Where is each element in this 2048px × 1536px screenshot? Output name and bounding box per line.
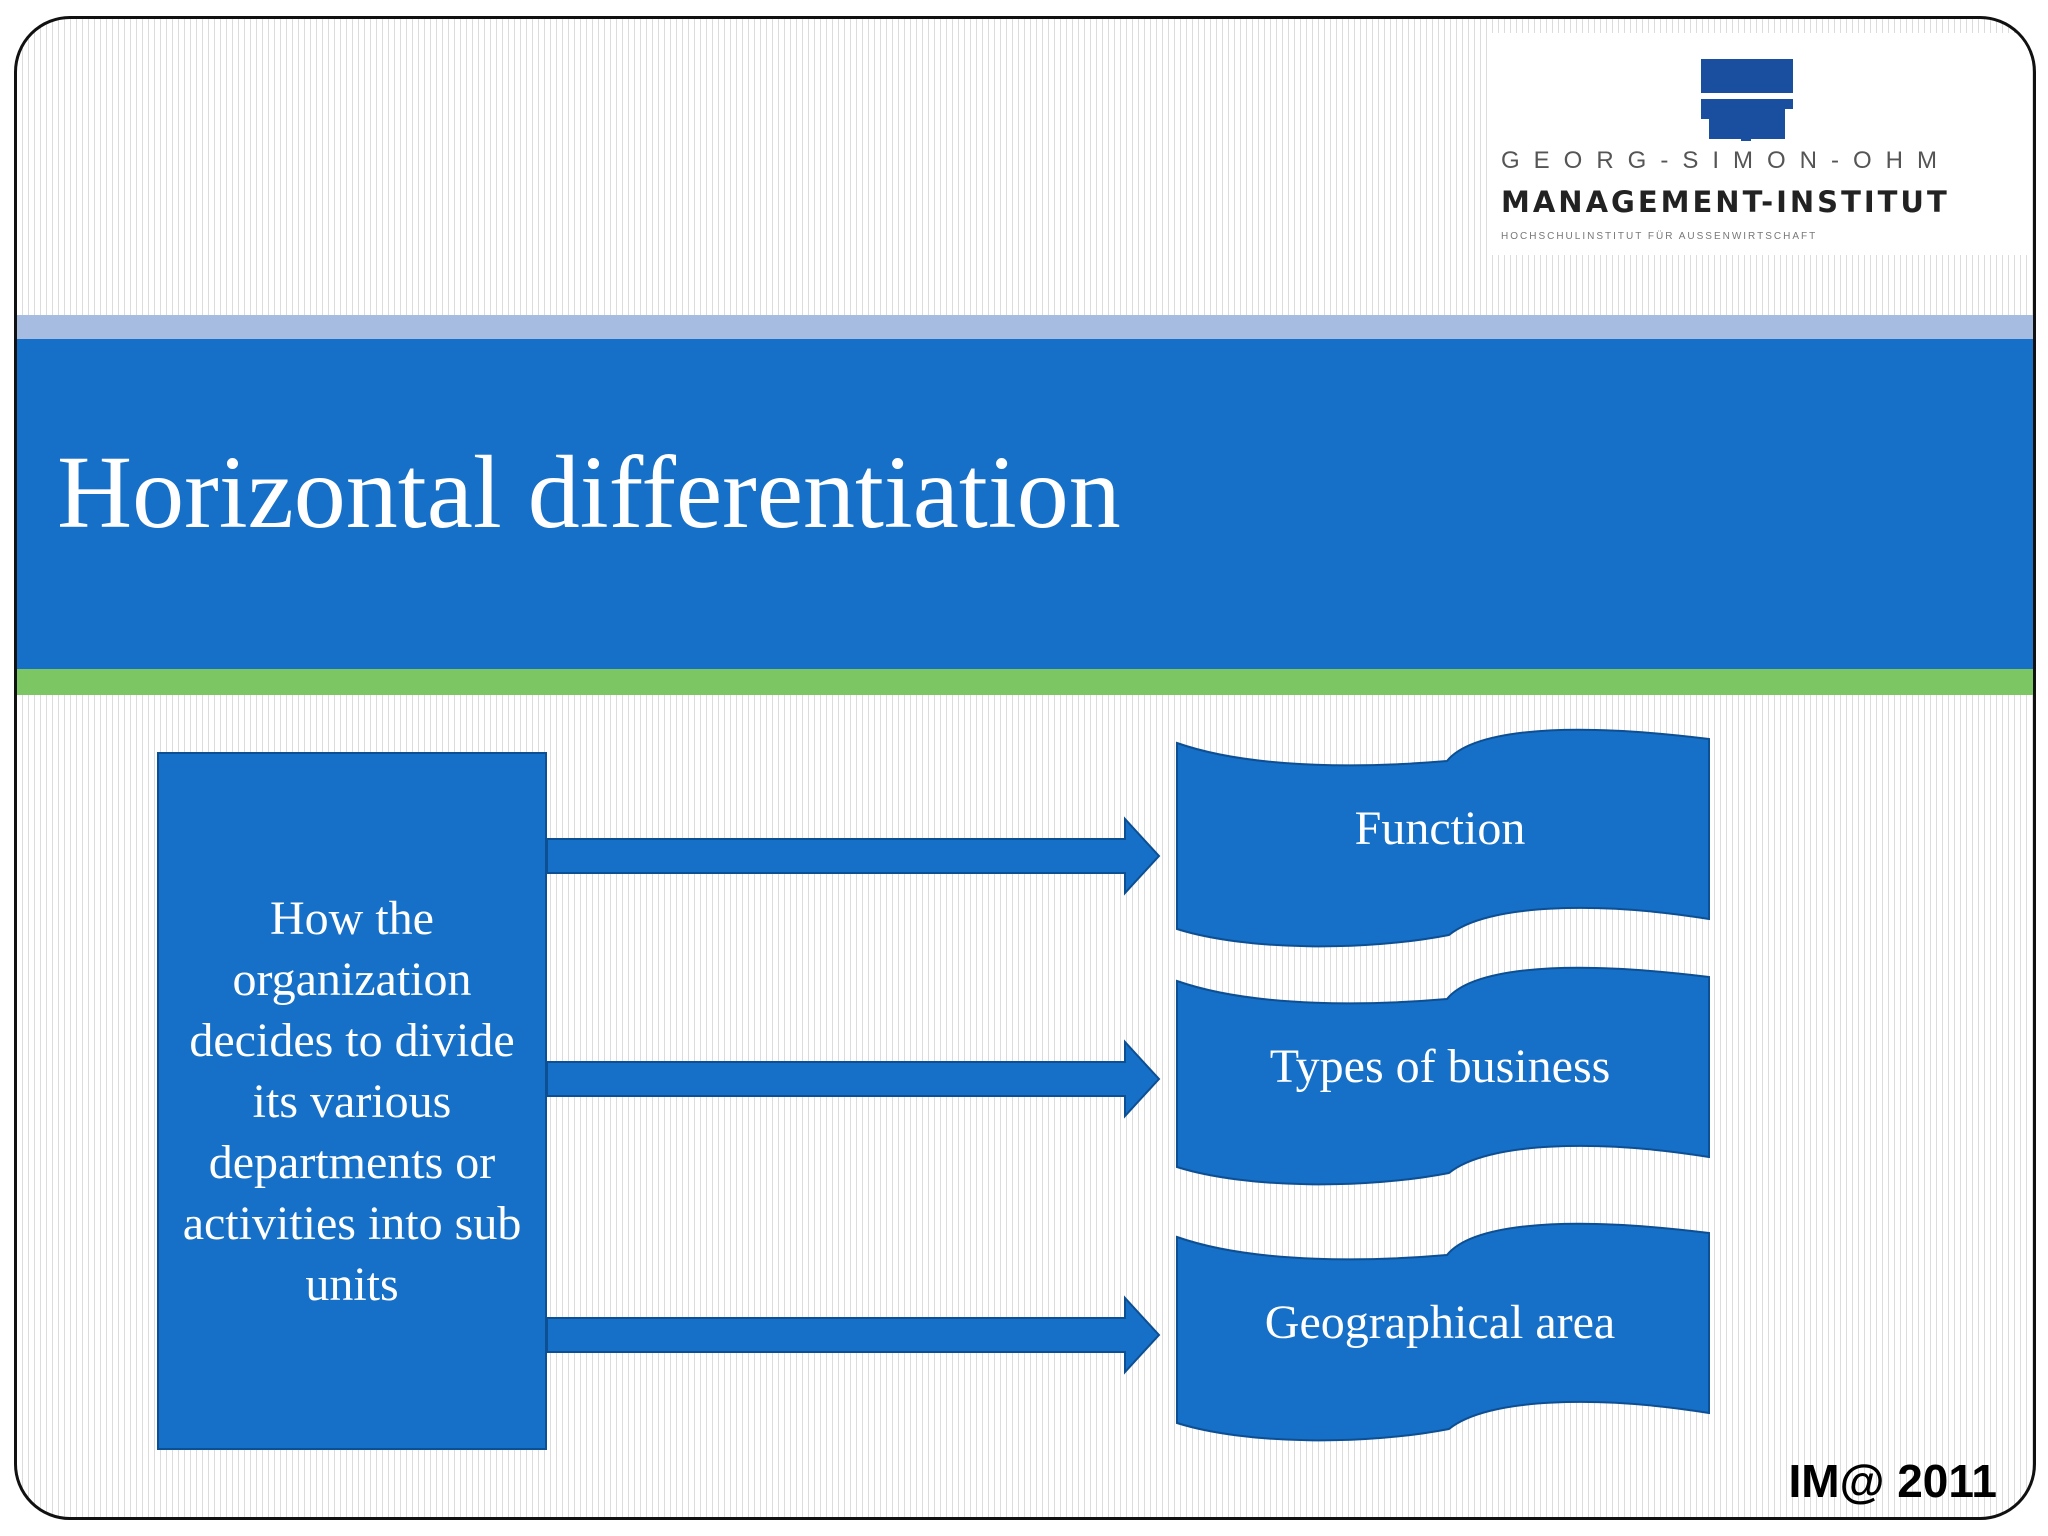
footer-copyright: IM@ 2011 xyxy=(1788,1455,1997,1507)
arrow-to-geographical-area xyxy=(546,1295,1161,1375)
banner-function xyxy=(1176,728,1710,948)
logo-mark-icon xyxy=(1701,59,1793,141)
title-band xyxy=(17,339,2033,683)
banner-label-types-of-business: Types of business xyxy=(1269,1040,1611,1093)
logo-text-line2: MANAGEMENT-INSTITUT xyxy=(1501,185,1950,219)
source-box-text: How the organization decides to divide i… xyxy=(182,891,522,1311)
source-box: How the organization decides to divide i… xyxy=(157,752,547,1450)
institute-logo: GEORG-SIMON-OHM MANAGEMENT-INSTITUT HOCH… xyxy=(1489,33,2029,255)
logo-text-line3: HOCHSCHULINSTITUT FÜR AUSSENWIRTSCHAFT xyxy=(1501,231,1818,242)
slide-title: Horizontal differentiation xyxy=(57,435,1121,550)
arrow-to-types-of-business xyxy=(546,1039,1161,1119)
slide: GEORG-SIMON-OHM MANAGEMENT-INSTITUT HOCH… xyxy=(14,16,2036,1520)
arrow-to-function xyxy=(546,816,1161,896)
banner-label-function: Function xyxy=(1354,802,1526,855)
banner-types-of-business xyxy=(1176,966,1710,1186)
banner-label-geographical-area: Geographical area xyxy=(1264,1296,1616,1349)
logo-text-line1: GEORG-SIMON-OHM xyxy=(1501,147,1951,174)
diagram-connectors xyxy=(546,728,1710,1442)
banner-geographical-area xyxy=(1176,1222,1710,1442)
title-band-top-stripe xyxy=(17,315,2033,339)
title-band-bottom-stripe xyxy=(17,669,2033,695)
